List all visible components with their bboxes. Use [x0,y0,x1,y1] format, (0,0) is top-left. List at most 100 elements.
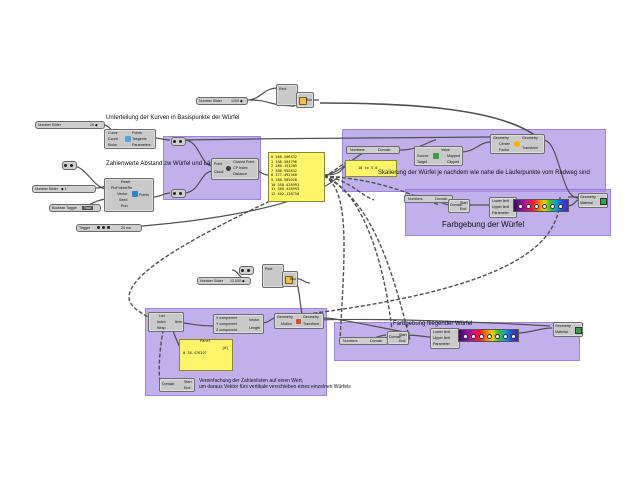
output-tangents: Tangents [132,137,147,141]
boolean-toggle[interactable]: Boolean Toggle True [49,204,101,212]
scale-component[interactable]: Geometry Center Factor Geometry Transfor… [490,134,545,154]
numbers-domain-param-top[interactable]: Numbers Domain [346,146,400,154]
slider-name: Number Slider [35,186,58,191]
move-note-line2: um daraus Vektor fürs vertikale verschie… [199,384,351,390]
panel-list-item: 2 280.153285 [271,164,297,169]
box-output-label: Box [306,98,313,102]
input-material: Material [555,330,568,334]
input-geometry: Geometry [555,324,571,328]
vector-xyz-component[interactable]: X component Y component Z component Vect… [213,314,264,334]
gradient-grip[interactable] [526,204,531,209]
output-length: Length [249,326,260,330]
move-component[interactable]: Geometry Motion Geometry Transform [274,313,324,329]
input-pinpointer: PinPointerRe [111,186,133,190]
scale-group-title: Skalierung der Würfel je nachdem wie nah… [378,170,590,176]
box-hub-middle[interactable] [239,266,254,275]
output-vector: Vector [249,318,260,322]
remap-numbers-component[interactable]: Value Source Target Mapped Clipped [414,146,463,166]
gradient-grip[interactable] [463,334,468,339]
panel-list-item: 12 402.128750 [271,191,300,196]
closest-point-component[interactable]: Point Cloud Closest Point CP Index Dista… [211,158,259,180]
gradient-grip[interactable] [471,334,476,339]
trigger-component[interactable]: Trigger 20 ms [76,224,142,232]
input-point: Point [214,162,223,166]
scale-icon [514,141,520,147]
box-component-middle[interactable]: Rect [262,264,284,288]
param-label: Numbers [408,196,423,201]
points-hub-top[interactable] [171,137,186,146]
gradient-grip[interactable] [487,334,492,339]
bounds-input-label: Domain [389,335,402,339]
panel-list-item: 11 380.428993 [271,187,300,192]
input-count: Count [108,137,118,141]
number-slider-top[interactable]: Number Slider 1200 ◆ [196,97,248,105]
gradient-grip[interactable] [542,204,547,209]
color-gradient-bar-floating[interactable] [458,329,519,342]
gradient-grip[interactable] [503,334,508,339]
gradient-grip[interactable] [511,334,516,339]
bounds-input-label: Domain [450,203,463,207]
numbers-domain-param-floating[interactable]: Numbers Domain [339,337,388,345]
output-transform: Transform [522,146,539,150]
input-factor: Factor [499,148,510,152]
remap-target-panel[interactable]: 16 to 5.0 [345,160,397,177]
bounds-end: End [399,339,406,343]
number-slider-divide[interactable]: Number Slider 20 ◆ [35,121,105,129]
hub-grip [64,163,67,167]
gradient-grip[interactable] [550,204,555,209]
distance-group-title: Zahlenwerte Abstand zw Würfel und Läufer… [106,161,243,167]
bounds-component-floating[interactable]: Domain Start End [387,331,409,345]
number-slider-pf[interactable]: Number Slider ◆ 1 [32,185,96,193]
gradient-grip[interactable] [495,334,500,339]
bounds-component-color[interactable]: Domain Start End [448,199,470,213]
list-item-component[interactable]: List Index Wrap Item [148,312,184,332]
input-value: Value [441,148,450,152]
output-geometry: Geometry [303,315,319,319]
gradient-grip[interactable] [518,204,523,209]
kangaroo-component[interactable]: Reset PinPointerRe Vector Seed Run Point… [104,178,154,212]
bounds-component-move[interactable]: Domain Start End [159,378,195,392]
number-slider-middle[interactable]: Number Slider 12.000 ◆ [197,277,251,285]
color-gradient-bar[interactable] [513,199,569,212]
box-output-middle[interactable]: Box [282,271,298,287]
input-source: Source [417,154,429,158]
slider-name: Number Slider [38,122,61,127]
curve-param-hub[interactable] [62,161,77,170]
param-output: Domain [435,196,448,201]
gradient-component-floating[interactable]: Lower limit Upper limit Parameter [430,328,460,349]
hub-grip [173,139,176,143]
input-index: Index [157,320,166,324]
box-output-top[interactable]: Box [296,92,314,108]
gradient-grip[interactable] [534,204,539,209]
output-item: Item [175,320,182,324]
points-hub-bottom[interactable] [171,189,186,198]
gradient-grip[interactable] [479,334,484,339]
item-panel[interactable]: Panel {0} 0 38.476207 [179,339,233,371]
custom-preview-color[interactable]: Geometry Material [578,193,608,208]
input-kinks: Kinks [108,143,117,147]
output-closest-point: Closest Point [233,160,255,164]
gradient-grip[interactable] [558,204,563,209]
param-label: Numbers [343,338,358,343]
input-lower-limit: Lower limit [492,199,510,203]
color-floating-group-title: Farbgebung fliegender Würfel [393,321,473,327]
output-geometry: Geometry [522,136,538,140]
hub-grip [173,191,176,195]
slider-value: 1200 ◆ [231,98,243,103]
custom-preview-floating[interactable]: Geometry Material [553,322,583,337]
preview-icon [575,327,582,334]
divide-curve-component[interactable]: Curve Count Kinks Points Tangents Parame… [104,129,156,149]
numbers-domain-param-color[interactable]: Numbers Domain [404,195,453,203]
output-parameters: Parameters [132,143,151,147]
param-output: Domain [370,338,383,343]
stop-icon[interactable] [107,226,110,229]
input-parameter: Parameter [492,211,509,215]
box-component-top[interactable]: Rect [276,84,298,106]
play-icon[interactable] [97,226,100,229]
pause-icon[interactable] [102,226,105,229]
panel-list-item: 7 380.955832 [271,168,297,173]
box-input-label: Rect [265,267,273,271]
